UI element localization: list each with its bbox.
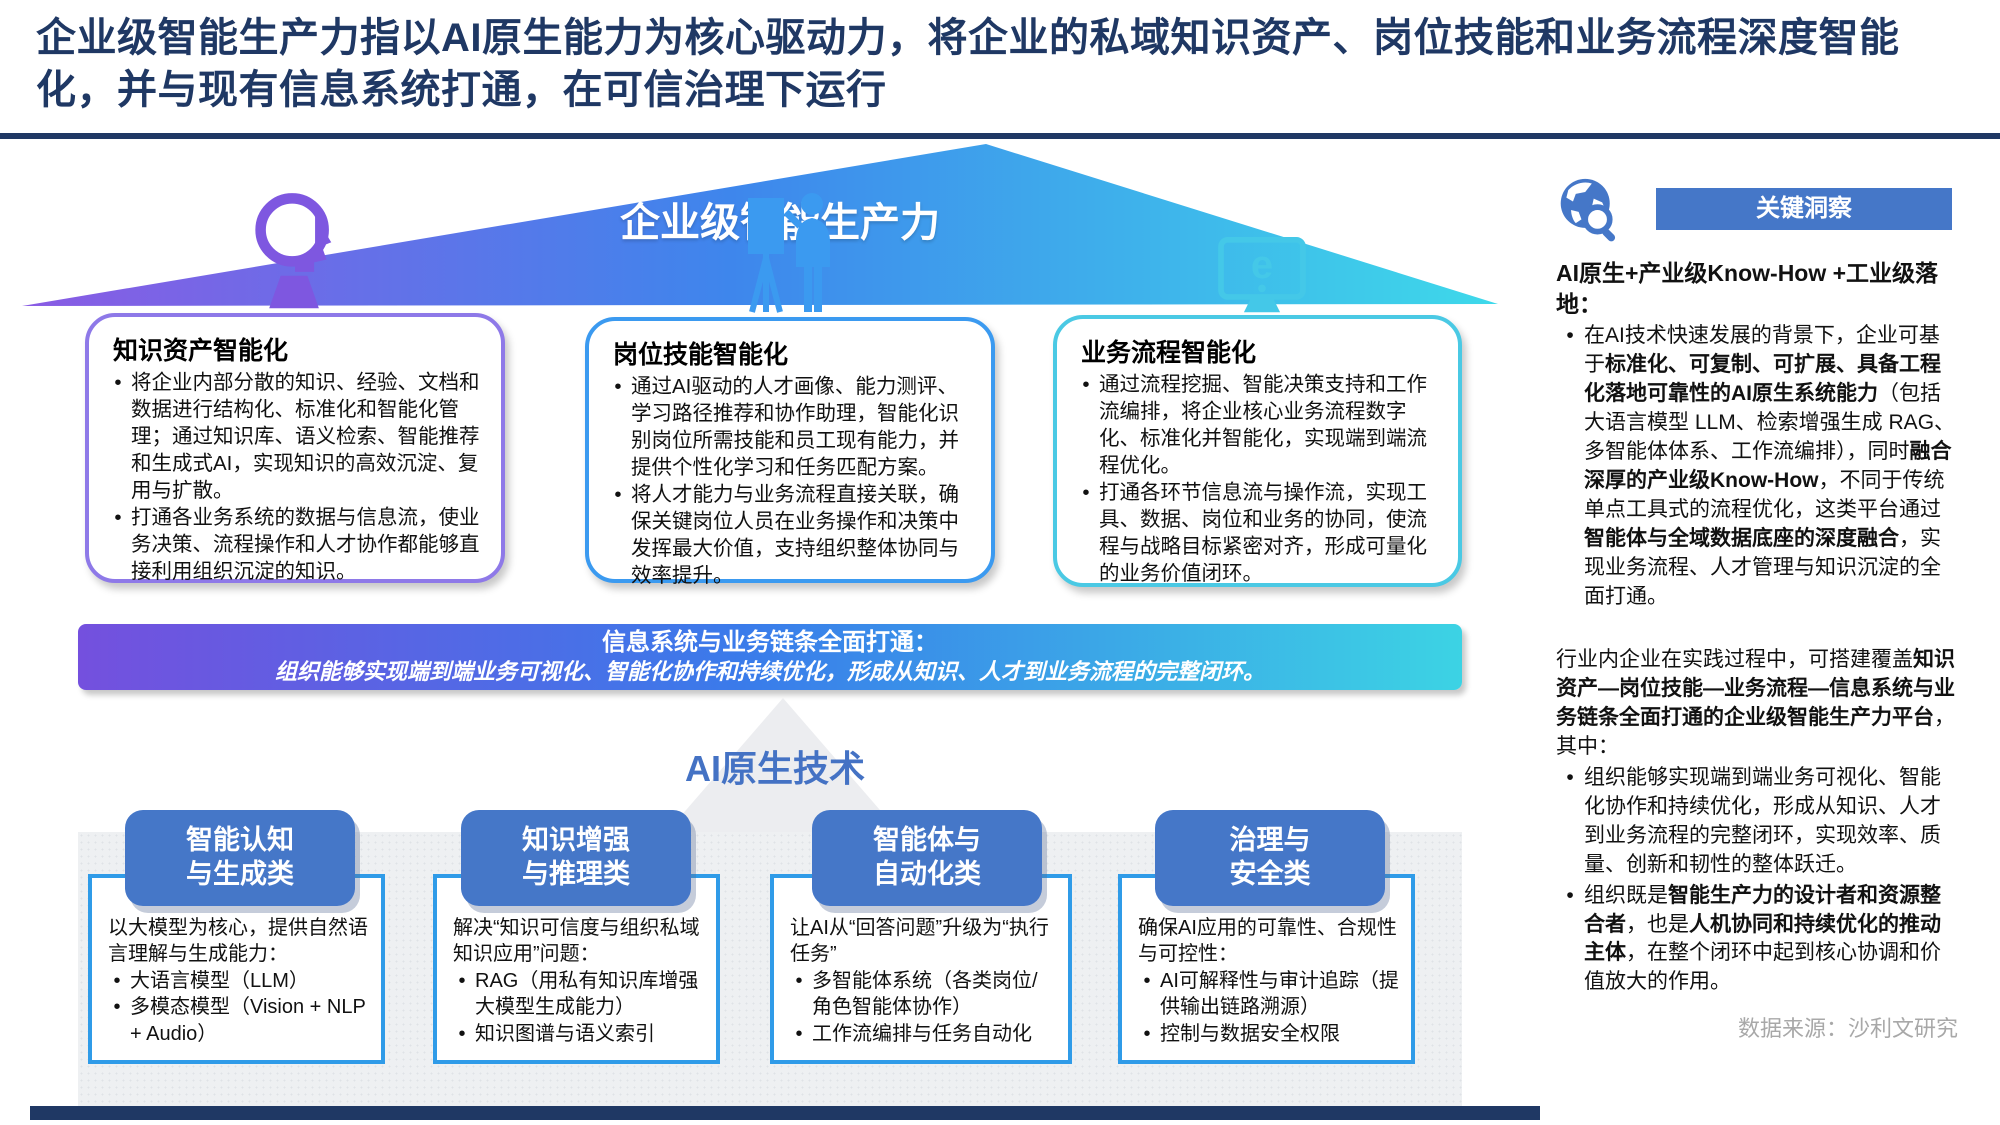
tech-bullet: 多智能体系统（各类岗位/角色智能体协作） (786, 968, 1056, 1021)
bottom-accent-bar (30, 1106, 1540, 1120)
bullet-dot (1556, 322, 1584, 612)
title-divider (0, 133, 2000, 139)
insight-header: 关键洞察 (1656, 188, 1952, 230)
integration-banner-subtitle: 组织能够实现端到端业务可视化、智能化协作和持续优化，形成从知识、人才到业务流程的… (274, 658, 1265, 684)
bullet-dot (449, 968, 475, 1021)
capability-bullet: 将企业内部分散的知识、经验、文档和数据进行结构化、标准化和智能化管理；通过知识库… (105, 369, 485, 504)
pill-label-line1: 智能体与 (873, 825, 981, 856)
bullet-dot (1556, 764, 1584, 880)
bullet-dot (605, 481, 631, 589)
bullet-dot (105, 369, 131, 504)
monitor-e-icon: e (1218, 236, 1306, 313)
capability-bullet: 将人才能力与业务流程直接关联，确保关键岗位人员在业务操作和决策中发挥最大价值，支… (605, 481, 975, 589)
tech-bullet: 控制与数据安全权限 (1134, 1021, 1399, 1047)
capability-bullet: 通过AI驱动的人才画像、能力测评、学习路径推荐和协作助理，智能化识别岗位所需技能… (605, 373, 975, 481)
tech-bullet: 知识图谱与语义索引 (449, 1021, 704, 1047)
bullet-dot (786, 968, 812, 1021)
tech-box-intro: 确保AI应用的可靠性、合规性与可控性： (1138, 917, 1397, 966)
tech-pill-knowledge: 知识增强 与推理类 (461, 810, 691, 906)
pill-label-line1: 治理与 (1229, 825, 1311, 856)
tech-box-intro: 以大模型为核心，提供自然语言理解与生成能力： (108, 917, 368, 966)
capability-bullet: 打通各环节信息流与操作流，实现工具、数据、岗位和业务的协同，使流程与战略目标紧密… (1073, 479, 1442, 587)
integration-banner: 信息系统与业务链条全面打通： 组织能够实现端到端业务可视化、智能化协作和持续优化… (78, 624, 1462, 690)
insight-heading: AI原生+产业级Know-How +工业级落地： (1556, 260, 1939, 318)
tech-pill-governance: 治理与 安全类 (1155, 810, 1385, 906)
capability-box-title: 岗位技能智能化 (613, 341, 789, 369)
tech-pyramid-label: AI原生技术 (684, 748, 865, 789)
capability-bullet: 通过流程挖掘、智能决策支持和工作流编排，将企业核心业务流程数字化、标准化并智能化… (1073, 371, 1442, 479)
capability-box-title: 知识资产智能化 (113, 337, 289, 365)
pill-label-line2: 自动化类 (873, 859, 981, 889)
bullet-dot (1073, 371, 1099, 479)
insight-paragraph: 行业内企业在实践过程中，可搭建覆盖知识资产—岗位技能—业务流程—信息系统与业务链… (1556, 647, 1955, 758)
bullet-dot (1134, 1021, 1160, 1047)
insight-bullet: 组织既是智能生产力的设计者和资源整合者，也是人机协同和持续优化的推动主体，在整个… (1556, 882, 1958, 998)
head-profile-icon (255, 193, 332, 309)
insight-bullet-text: 在AI技术快速发展的背景下，企业可基于标准化、可复制、可扩展、具备工程化落地可靠… (1584, 324, 1956, 608)
tech-bullet: 大语言模型（LLM） (104, 968, 369, 994)
insight-bullet-text: 组织能够实现端到端业务可视化、智能化协作和持续优化，形成从知识、人才到业务流程的… (1584, 765, 1941, 876)
tech-bullet: 工作流编排与任务自动化 (786, 1021, 1056, 1047)
globe-search-icon (1560, 178, 1616, 242)
svg-text:e: e (1251, 243, 1273, 287)
tech-box-intro: 让AI从“回答问题”升级为“执行任务” (790, 917, 1049, 966)
tech-pill-cognition: 智能认知 与生成类 (125, 810, 355, 906)
capability-bullet: 打通各业务系统的数据与信息流，使业务决策、流程操作和人才协作都能够直接利用组织沉… (105, 504, 485, 585)
data-source: 数据来源：沙利文研究 (1737, 1016, 1958, 1042)
capability-box-title: 业务流程智能化 (1081, 339, 1257, 367)
pill-label-line1: 智能认知 (186, 825, 294, 856)
bullet-dot (1134, 968, 1160, 1021)
capability-box-knowledge: 知识资产智能化 将企业内部分散的知识、经验、文档和数据进行结构化、标准化和智能化… (85, 313, 505, 583)
capability-box-skills: 岗位技能智能化 通过AI驱动的人才画像、能力测评、学习路径推荐和协作助理，智能化… (585, 317, 995, 587)
integration-banner-title: 信息系统与业务链条全面打通： (602, 628, 938, 656)
insight-bullet: 在AI技术快速发展的背景下，企业可基于标准化、可复制、可扩展、具备工程化落地可靠… (1556, 322, 1958, 612)
pill-label-line1: 知识增强 (522, 825, 630, 856)
insight-bullet-text: 组织既是智能生产力的设计者和资源整合者，也是人机协同和持续优化的推动主体，在整个… (1584, 883, 1941, 994)
capability-box-process: 业务流程智能化 通过流程挖掘、智能决策支持和工作流编排，将企业核心业务流程数字化… (1053, 315, 1462, 587)
pill-label-line2: 与生成类 (186, 859, 294, 889)
tech-box-intro: 解决“知识可信度与组织私域知识应用”问题： (453, 917, 700, 966)
tech-box-agents: 让AI从“回答问题”升级为“执行任务” 多智能体系统（各类岗位/角色智能体协作）… (770, 874, 1072, 1064)
tech-bullet: RAG（用私有知识库增强大模型生成能力） (449, 968, 704, 1021)
bullet-dot (449, 1021, 475, 1047)
bullet-dot (786, 1021, 812, 1047)
tech-pill-agents: 智能体与 自动化类 (812, 810, 1042, 906)
bullet-dot (104, 968, 130, 994)
pill-label-line2: 与推理类 (522, 859, 630, 889)
bullet-dot (1073, 479, 1099, 587)
presenter-icon (748, 193, 830, 313)
bullet-dot (104, 994, 130, 1047)
insight-bullet: 组织能够实现端到端业务可视化、智能化协作和持续优化，形成从知识、人才到业务流程的… (1556, 764, 1958, 880)
bullet-dot (1556, 882, 1584, 998)
tech-bullet: AI可解释性与审计追踪（提供输出链路溯源） (1134, 968, 1399, 1021)
insight-body: AI原生+产业级Know-How +工业级落地： 在AI技术快速发展的背景下，企… (1556, 258, 1958, 1043)
tech-bullet: 多模态模型（Vision + NLP + Audio） (104, 994, 369, 1047)
bullet-dot (105, 504, 131, 585)
page-title: 企业级智能生产力指以AI原生能力为核心驱动力，将企业的私域知识资产、岗位技能和业… (36, 16, 1900, 112)
pill-label-line2: 安全类 (1229, 859, 1311, 889)
bullet-dot (605, 373, 631, 481)
